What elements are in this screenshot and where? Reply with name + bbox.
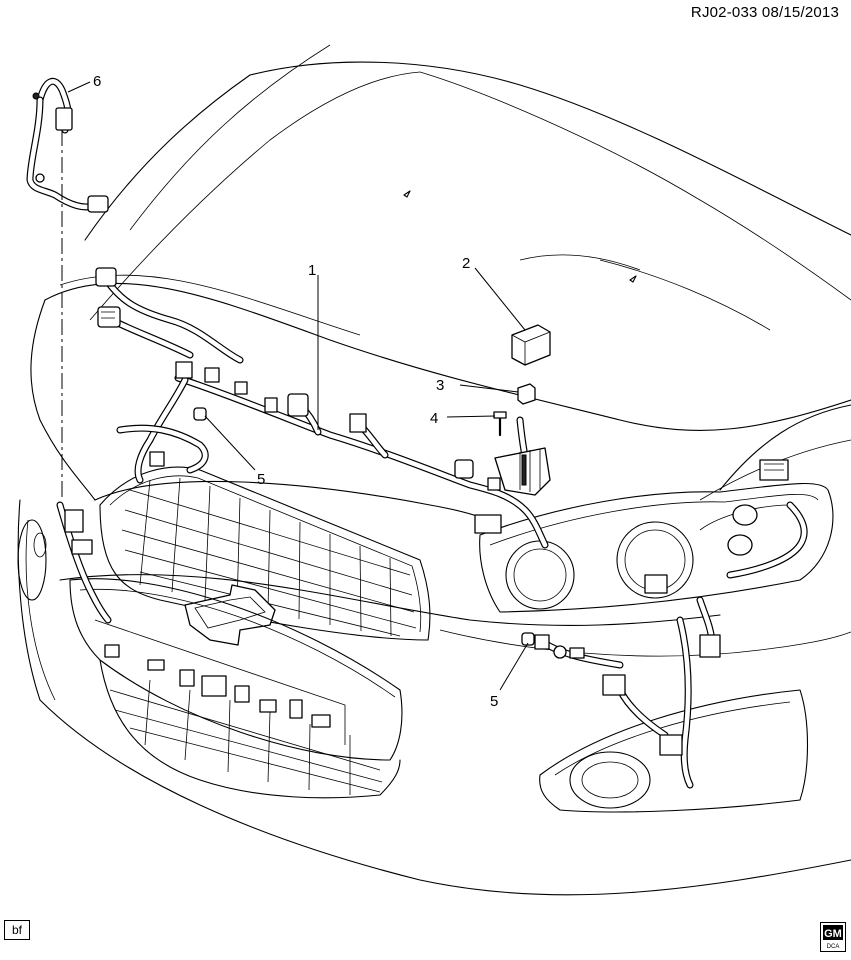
callout-leaders: [67, 81, 529, 691]
bf-label: bf: [4, 920, 30, 940]
document-id: RJ02-033 08/15/2013: [690, 4, 839, 21]
callout-5-upper: 5: [257, 471, 265, 488]
callout-3: 3: [436, 377, 444, 394]
callout-labels: 1 2 3 4 5 5 6: [93, 73, 498, 710]
callout-6: 6: [93, 73, 101, 90]
callout-5-lower: 5: [490, 693, 498, 710]
callout-1: 1: [308, 262, 316, 279]
callout-4: 4: [430, 410, 438, 427]
harness-connectors: [64, 267, 721, 756]
callout-2: 2: [462, 255, 470, 272]
part-5-clips: [193, 407, 535, 646]
gm-logo-text: GM: [824, 928, 842, 940]
part-6-harness: [26, 77, 109, 500]
relay-and-bracket: [493, 324, 551, 496]
upper-grille: [99, 466, 431, 646]
gm-logo-icon: GM DCA: [820, 922, 846, 952]
lower-grille: [69, 578, 403, 799]
headlamp-assembly: [479, 459, 834, 613]
gm-logo-subtext: DCA: [827, 944, 840, 950]
